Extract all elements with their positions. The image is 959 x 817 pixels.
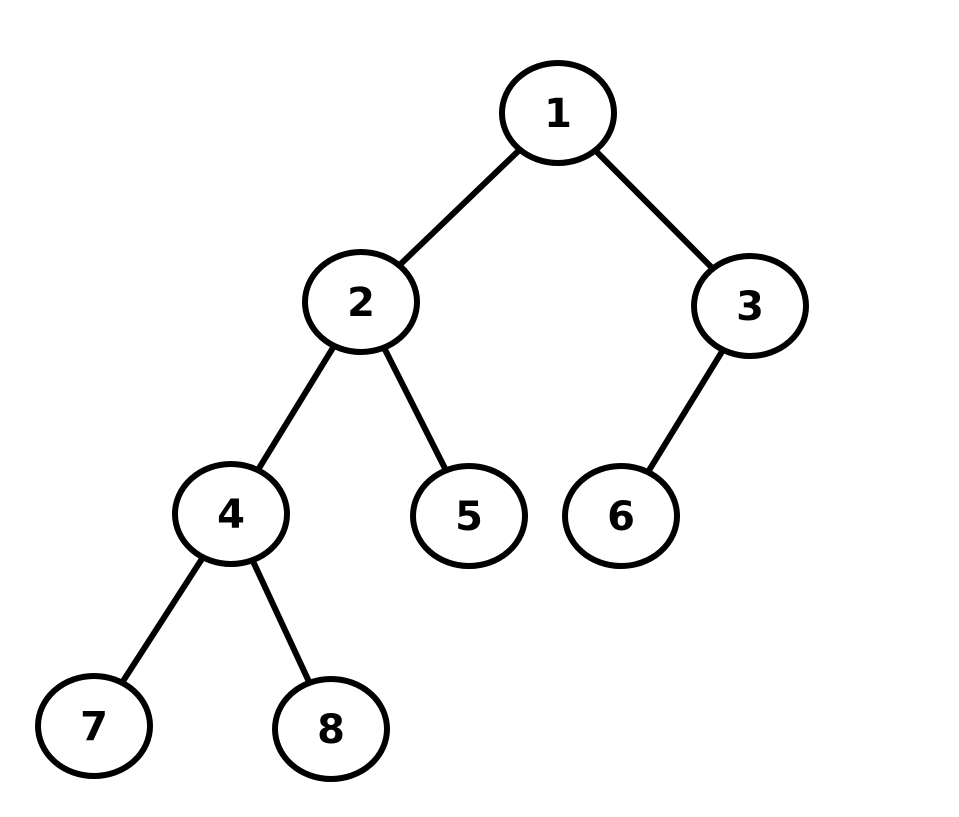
nodes-layer: 1 2 3 4 5 6 7 8 [35, 60, 809, 782]
node-circle-8 [272, 676, 390, 782]
edge-2-4 [254, 342, 338, 474]
edge-2-5 [381, 344, 449, 474]
edge-3-6 [644, 346, 727, 476]
node-label-1: 1 [544, 91, 572, 137]
node-label-8: 8 [317, 707, 345, 753]
node-1: 1 [499, 60, 617, 166]
node-circle-1 [499, 60, 617, 166]
edge-1-2 [396, 146, 523, 269]
node-label-6: 6 [607, 494, 635, 540]
node-8: 8 [272, 676, 390, 782]
node-7: 7 [35, 673, 153, 779]
node-3: 3 [691, 253, 809, 359]
node-circle-4 [172, 461, 290, 567]
node-label-5: 5 [455, 494, 483, 540]
edge-4-7 [119, 554, 206, 686]
node-5: 5 [410, 463, 528, 569]
node-4: 4 [172, 461, 290, 567]
node-circle-2 [302, 249, 420, 355]
node-label-3: 3 [736, 284, 764, 330]
node-circle-3 [691, 253, 809, 359]
node-label-2: 2 [347, 280, 375, 326]
node-circle-6 [562, 463, 680, 569]
edge-1-3 [592, 147, 716, 272]
node-2: 2 [302, 249, 420, 355]
edge-4-8 [249, 557, 313, 686]
node-label-4: 4 [217, 492, 245, 538]
node-6: 6 [562, 463, 680, 569]
node-circle-5 [410, 463, 528, 569]
node-circle-7 [35, 673, 153, 779]
node-label-7: 7 [80, 704, 108, 750]
edges-layer [119, 146, 727, 686]
